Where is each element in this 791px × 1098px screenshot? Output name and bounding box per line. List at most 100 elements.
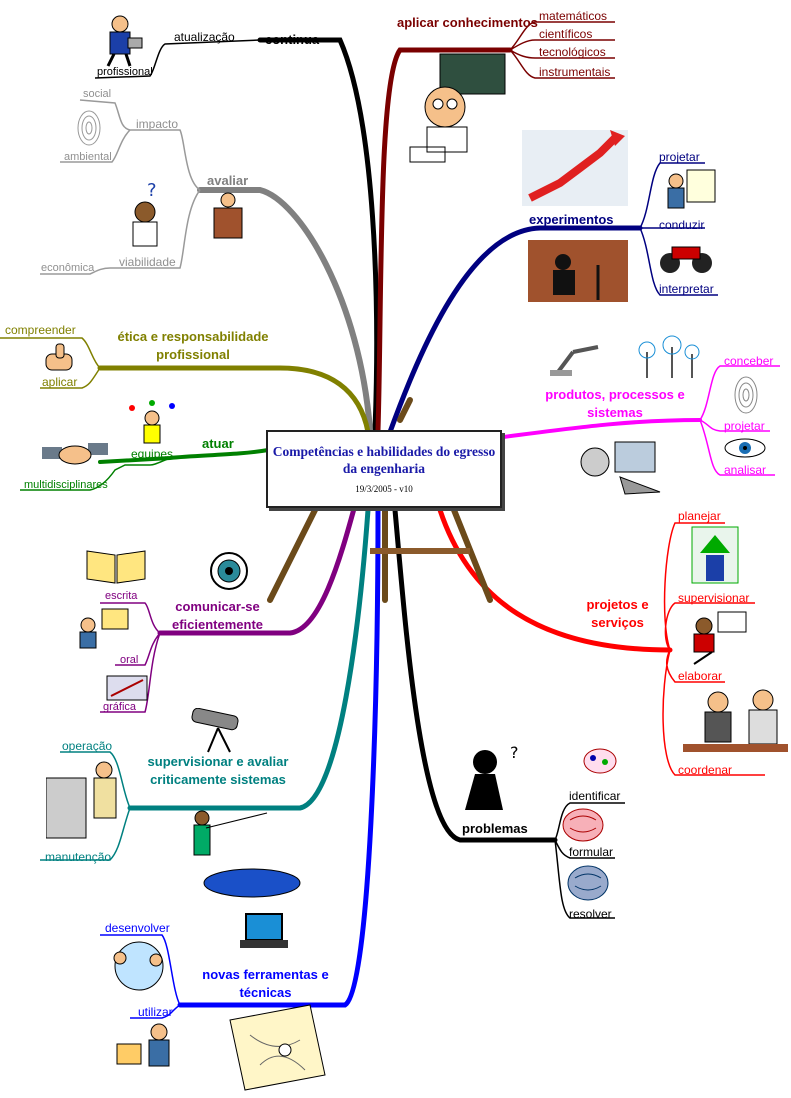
open-book-icon — [86, 550, 146, 584]
branch-atuar[interactable]: atuar — [202, 436, 234, 451]
branch-line-atuar — [98, 448, 270, 464]
process-machinery-icon — [580, 441, 661, 495]
branch-line-comunicar — [157, 502, 358, 636]
sub-analisar[interactable]: analisar — [724, 463, 767, 477]
handshake-icon — [42, 443, 108, 465]
sub-equipes[interactable]: equipes — [131, 447, 174, 461]
sub-identificar[interactable]: identificar — [569, 789, 621, 803]
branch-line-avaliar — [197, 187, 373, 433]
branch-line-experimentos — [387, 225, 643, 435]
sub-conduzir[interactable]: conduzir — [659, 218, 705, 232]
sub-utilizar[interactable]: utilizar — [138, 1005, 173, 1019]
sub-supervisionar[interactable]: supervisionar — [678, 591, 750, 605]
branch-line-continua — [257, 37, 380, 433]
branch-line-problemas — [392, 507, 558, 843]
team-meeting-icon — [683, 689, 788, 752]
sub-manutencao[interactable]: manutenção — [45, 850, 112, 864]
map-document-icon — [229, 1004, 326, 1091]
sub-impacto[interactable]: impacto — [136, 117, 179, 131]
identify-bug-icon — [583, 748, 617, 774]
sub-ambiental[interactable]: ambiental — [64, 151, 112, 163]
sub-tecnologicos[interactable]: tecnológicos — [539, 45, 606, 59]
sub-aplicar[interactable]: aplicar — [42, 375, 78, 389]
sub-instrumentais[interactable]: instrumentais — [539, 65, 611, 79]
satellite-dish-icon — [210, 552, 248, 590]
sub-desenvolver[interactable]: desenvolver — [105, 921, 170, 935]
thumbs-up-icon — [45, 343, 73, 371]
sub-cientificos[interactable]: científicos — [539, 27, 593, 41]
branch-etica[interactable]: ética e responsabilidade profissional — [117, 329, 269, 362]
branch-line-supervisionar — [127, 507, 371, 811]
globe-team-icon — [113, 941, 164, 991]
svg-text:?: ? — [510, 743, 519, 762]
thinking-silhouette-icon: ? — [465, 743, 519, 810]
drafting-tools-icon — [106, 675, 148, 701]
eye-icon — [724, 438, 766, 458]
designer-drafting-icon — [667, 169, 716, 209]
branch-comunicar[interactable]: comunicar-se eficientemente — [171, 599, 264, 632]
telescope-icon — [191, 708, 239, 753]
svg-text:?: ? — [147, 180, 157, 201]
sub-viabilidade[interactable]: viabilidade — [119, 255, 176, 269]
sub-projetar-prod[interactable]: projetar — [724, 419, 765, 433]
fingerprint-icon-conceber — [734, 376, 758, 414]
sub-multidisciplinares[interactable]: multidisciplinares — [24, 479, 108, 491]
wind-turbines-icon — [638, 335, 700, 378]
branch-avaliar[interactable]: avaliar — [207, 173, 249, 188]
sub-elaborar[interactable]: elaborar — [678, 669, 723, 683]
sub-operacao[interactable]: operação — [62, 739, 113, 753]
machine-operator-icon — [46, 761, 117, 839]
sub-oral[interactable]: oral — [120, 654, 139, 666]
workers-tools-icon — [116, 1023, 170, 1067]
sub-profissional[interactable]: profissional — [97, 66, 153, 78]
planning-tree-icon — [691, 526, 739, 584]
professional-person-icon — [106, 15, 143, 67]
brain-icon-resolver — [567, 865, 609, 901]
central-date: 19/3/2005 - v10 — [355, 483, 413, 494]
sub-resolver[interactable]: resolver — [569, 907, 612, 921]
sub-matematicos[interactable]: matemáticos — [539, 9, 608, 23]
brain-icon-formular — [562, 808, 604, 842]
branch-produtos[interactable]: produtos, processos e sistemas — [545, 387, 685, 420]
sub-formular[interactable]: formular — [569, 845, 614, 859]
sub-projetar-exp[interactable]: projetar — [659, 150, 700, 164]
motorcycle-icon — [660, 246, 712, 273]
sub-social[interactable]: social — [83, 88, 112, 100]
laptop-icon — [240, 913, 288, 948]
central-title: Competências e habilidades do egresso da… — [272, 444, 496, 476]
sub-planejar[interactable]: planejar — [678, 509, 721, 523]
central-topic[interactable]: Competências e habilidades do egresso da… — [266, 430, 502, 508]
fingerprint-icon-ambiental — [77, 110, 101, 146]
thinking-person-icon: ? — [132, 180, 158, 247]
branch-line-projetos — [437, 507, 673, 653]
sub-interpretar[interactable]: interpretar — [659, 282, 714, 296]
branch-problemas[interactable]: problemas — [462, 821, 528, 836]
sub-conceber[interactable]: conceber — [724, 354, 774, 368]
branch-aplicar-conhecimentos[interactable]: aplicar conhecimentos — [397, 15, 538, 30]
branch-line-aplicar — [375, 47, 513, 433]
experiment-lab-icon — [528, 240, 628, 302]
engineer-at-desk-icon — [693, 611, 747, 665]
growth-arrow-icon — [522, 130, 628, 206]
fisherman-pond-icon — [193, 810, 301, 898]
sub-coordenar[interactable]: coordenar — [678, 763, 733, 777]
sub-compreender[interactable]: compreender — [5, 323, 76, 337]
branch-projetos[interactable]: projetos e serviços — [586, 597, 649, 630]
branch-line-produtos — [478, 418, 702, 442]
scientist-blackboard-icon — [409, 53, 506, 163]
sub-atualizacao[interactable]: atualização — [174, 30, 235, 44]
branch-line-etica — [97, 365, 371, 435]
branch-continua[interactable]: continua — [265, 32, 320, 47]
sub-escrita[interactable]: escrita — [105, 590, 138, 602]
robot-arm-icon — [550, 345, 599, 376]
branch-supervisionar-sistemas[interactable]: supervisionar e avaliar criticamente sis… — [147, 754, 289, 787]
branch-novas-ferramentas[interactable]: novas ferramentas e técnicas — [202, 967, 329, 1000]
sub-economica[interactable]: econômica — [41, 262, 95, 274]
judge-podium-icon — [213, 192, 243, 239]
presentation-icon — [79, 608, 129, 649]
branch-experimentos[interactable]: experimentos — [529, 212, 614, 227]
juggler-icon — [129, 400, 175, 444]
branch-line-novas — [177, 507, 381, 1008]
sub-grafica[interactable]: gráfica — [103, 701, 137, 713]
